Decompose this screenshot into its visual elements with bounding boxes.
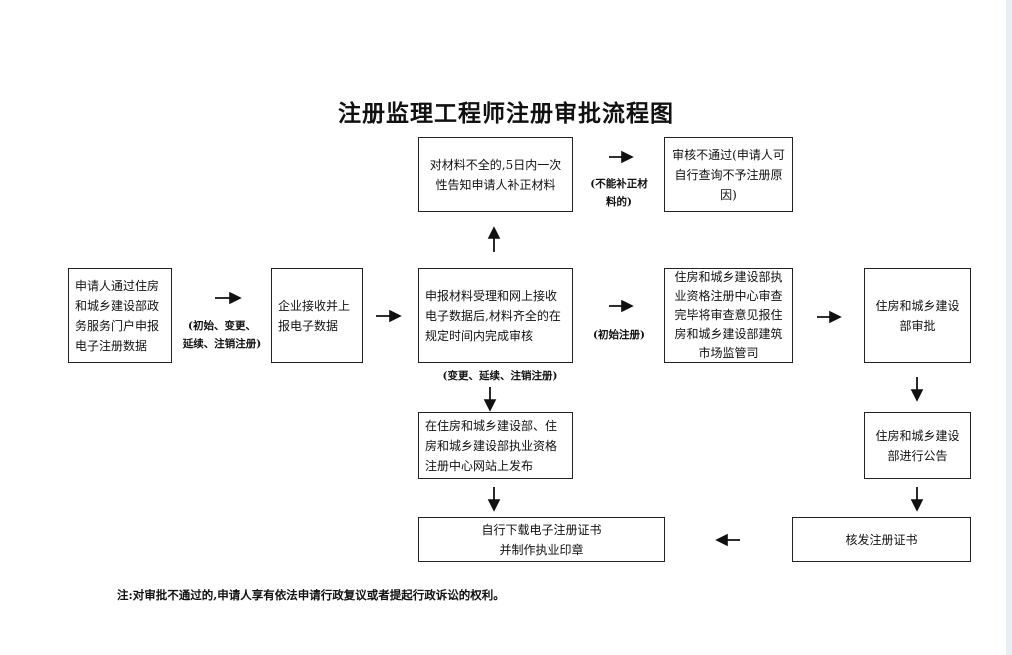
types-label: (初始、变更、 延续、注销注册) [182,320,262,350]
download-text: 自行下载电子注册证书 并制作执业印章 [481,522,602,557]
incomplete-text: 对材料不全的,5日内一次性告知申请人补正材料 [429,157,562,192]
approve-box: 住房和城乡建设部审批 [864,268,971,363]
change-label: (变更、延续、注销注册) [442,370,558,382]
center-review-text: 住房和城乡建设部执业资格注册中心审查完毕将审查意见报住房和城乡建设部建筑市场监管… [674,270,783,360]
review-text: 申报材料受理和网上接收电子数据后,材料齐全的在规定时间内完成审核 [425,288,561,343]
incomplete-box: 对材料不全的,5日内一次性告知申请人补正材料 [418,137,573,212]
issue-text: 核发注册证书 [845,532,918,547]
footer-note: 注:对审批不通过的,申请人享有依法申请行政复议或者提起行政诉讼的权利。 [117,588,505,602]
review-box: 申报材料受理和网上接收电子数据后,材料齐全的在规定时间内完成审核 [418,268,573,363]
enterprise-box: 企业接收并上报电子数据 [271,268,363,363]
apply-box: 申请人通过住房和城乡建设部政务服务门户申报电子注册数据 [68,268,172,363]
enterprise-text: 企业接收并上报电子数据 [278,298,351,333]
cannot-fix-label: (不能补正材 料的) [590,178,648,208]
announce-text: 住房和城乡建设部进行公告 [875,428,960,463]
reject-text: 审核不通过(申请人可自行查询不予注册原因) [672,147,785,202]
initial-label: (初始注册) [593,329,645,341]
publish-text: 在住房和城乡建设部、住房和城乡建设部执业资格注册中心网站上发布 [425,418,558,473]
center-review-box: 住房和城乡建设部执业资格注册中心审查完毕将审查意见报住房和城乡建设部建筑市场监管… [664,268,793,363]
issue-box: 核发注册证书 [792,517,971,562]
approve-text: 住房和城乡建设部审批 [875,298,960,333]
page-title: 注册监理工程师注册审批流程图 [338,100,674,127]
publish-box: 在住房和城乡建设部、住房和城乡建设部执业资格注册中心网站上发布 [418,412,573,479]
page-edge [1006,0,1012,655]
reject-box: 审核不通过(申请人可自行查询不予注册原因) [664,137,793,212]
download-box: 自行下载电子注册证书 并制作执业印章 [418,517,665,562]
apply-text: 申请人通过住房和城乡建设部政务服务门户申报电子注册数据 [75,278,160,353]
announce-box: 住房和城乡建设部进行公告 [864,412,971,479]
